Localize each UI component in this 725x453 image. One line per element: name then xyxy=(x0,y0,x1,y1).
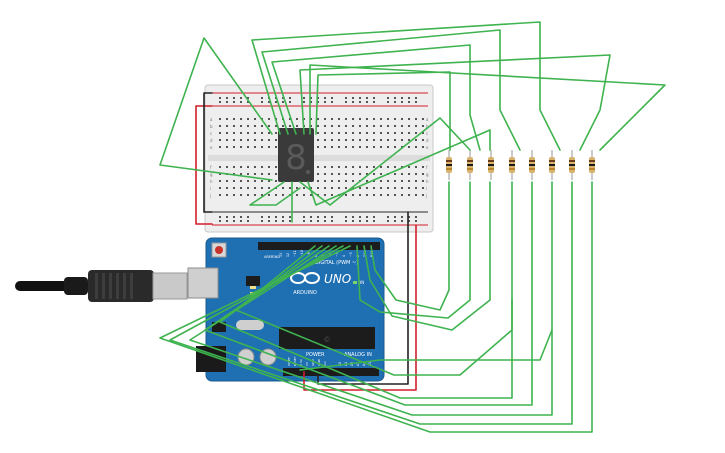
digital-pin-label: 8 xyxy=(314,255,318,257)
wire xyxy=(303,224,417,391)
resistor xyxy=(509,150,515,180)
power-pin-label: 3.3V xyxy=(299,358,303,366)
digital-label: DIGITAL (PWM ~) xyxy=(315,260,358,266)
on-label: ON xyxy=(358,280,364,285)
row-letter: h xyxy=(210,179,213,184)
row-letter: g xyxy=(426,172,429,177)
resistor xyxy=(589,150,595,180)
chip-mark: © xyxy=(324,336,331,344)
wire xyxy=(235,245,513,376)
row-letter: e xyxy=(426,145,429,150)
row-letter: a xyxy=(426,117,429,122)
wire xyxy=(299,54,611,151)
power-pin-label: RESET xyxy=(293,356,297,366)
resistor xyxy=(488,150,494,180)
arduino-model: UNO xyxy=(324,272,351,286)
wire xyxy=(307,129,491,206)
wire xyxy=(159,181,593,433)
row-letter: c xyxy=(210,131,212,136)
digital-pin-label: 12 xyxy=(286,253,290,257)
display-digit: 8 xyxy=(285,138,307,178)
digital-pin-label: ~5 xyxy=(335,252,339,257)
wire xyxy=(169,181,573,425)
wire xyxy=(309,64,666,151)
digital-pin-label: ~11 xyxy=(293,250,297,257)
wires xyxy=(159,21,666,433)
resistor xyxy=(549,150,555,180)
resistor-array xyxy=(446,150,595,180)
row-letter: e xyxy=(210,145,213,150)
wire xyxy=(356,181,471,319)
analog-pin-label: A5 xyxy=(368,362,372,366)
digital-pin-label: ~6 xyxy=(328,252,332,257)
row-letter: a xyxy=(210,117,213,122)
power-label: POWER xyxy=(306,352,325,358)
wire xyxy=(249,181,301,206)
breadboard-holes xyxy=(219,97,424,222)
arduino-logo-icon xyxy=(290,272,320,284)
row-letter: f xyxy=(210,165,212,170)
power-pin-label: 5V xyxy=(305,361,309,366)
analog-pin-label: A4 xyxy=(362,362,366,366)
resistor xyxy=(569,150,575,180)
row-letter: h xyxy=(426,179,429,184)
row-letter: j xyxy=(209,193,211,198)
analog-pin-label: A3 xyxy=(356,362,360,366)
row-letter: d xyxy=(210,138,213,143)
analog-pin-label: A0 xyxy=(338,362,342,366)
resistor xyxy=(467,150,473,180)
row-letter: d xyxy=(426,138,429,143)
row-letter: b xyxy=(210,124,213,129)
digital-pin-label: ~3 xyxy=(349,252,353,257)
gnd-label: GND xyxy=(272,255,280,259)
wire xyxy=(251,21,561,151)
row-letter: g xyxy=(210,172,213,177)
wire xyxy=(271,44,481,151)
resistor xyxy=(446,150,452,180)
wire xyxy=(299,329,553,371)
row-letter: b xyxy=(426,124,429,129)
analog-label: ANALOG IN xyxy=(344,352,372,358)
row-letter: f xyxy=(426,165,428,170)
row-letter: j xyxy=(425,193,427,198)
digital-pin-label: 13 xyxy=(279,253,283,257)
wire xyxy=(261,29,521,151)
wire xyxy=(159,37,273,181)
arduino-logo-text: ARDUINO xyxy=(293,290,317,296)
power-pin-label: Vin xyxy=(323,361,327,366)
power-pin-label: GND xyxy=(317,358,321,366)
row-letter: i xyxy=(426,186,427,191)
wire xyxy=(203,92,213,213)
row-letter: i xyxy=(210,186,211,191)
row-letter: c xyxy=(426,131,428,136)
seven-segment-display: 8 xyxy=(278,128,314,182)
digital-pin-label: ~10 xyxy=(300,250,304,257)
wire xyxy=(317,211,409,385)
wire xyxy=(315,71,451,151)
aref-label: AREF xyxy=(264,255,273,259)
digital-pin-label: ~9 xyxy=(307,252,311,257)
wire xyxy=(370,181,450,311)
wire xyxy=(363,181,491,331)
usb-cable xyxy=(15,270,188,302)
resistor xyxy=(529,150,535,180)
power-pin-label: GND xyxy=(311,358,315,366)
digital-pin-label: 4 xyxy=(342,255,346,257)
arduino-uno-board: © ARDUINO UNO DIGITAL (PWM ~) POWER ANAL… xyxy=(187,237,385,382)
wire xyxy=(299,117,471,206)
